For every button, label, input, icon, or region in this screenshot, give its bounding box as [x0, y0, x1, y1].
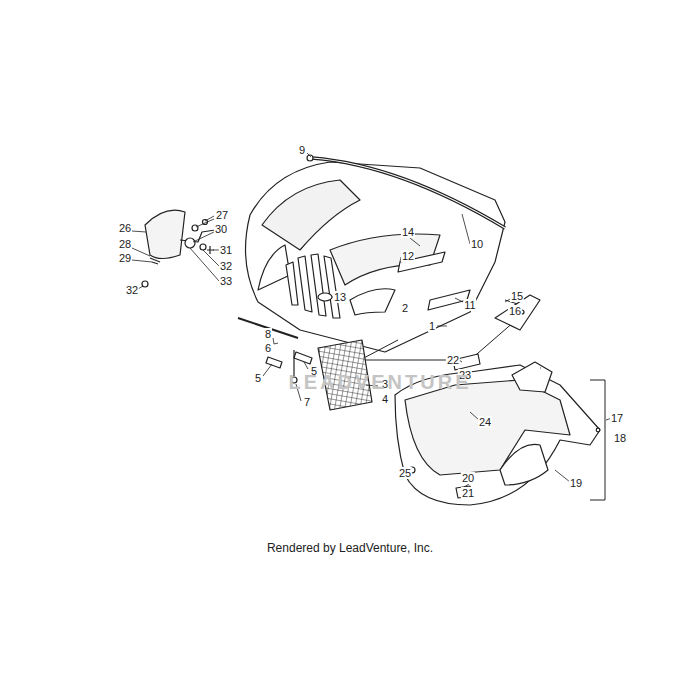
- callout-number: 18: [613, 432, 627, 444]
- callout-number: 33: [219, 275, 233, 287]
- callout-number: 16: [508, 305, 522, 317]
- callout-number: 32: [219, 260, 233, 272]
- storage-lid: [512, 362, 552, 392]
- callout-number: 12: [401, 250, 415, 262]
- callout-number: 15: [510, 290, 524, 302]
- callout-number: 19: [569, 477, 583, 489]
- callout-number: 20: [461, 472, 475, 484]
- callout-number: 21: [461, 487, 475, 499]
- callout-number: 29: [118, 252, 132, 264]
- callout-number: 4: [381, 393, 389, 405]
- callout-number: 1: [428, 320, 436, 332]
- callout-number: 28: [118, 238, 132, 250]
- headlight-pod: [145, 210, 185, 258]
- hood-strip: [312, 158, 505, 228]
- callout-number: 8: [264, 328, 272, 340]
- caption: Rendered by LeadVenture, Inc.: [267, 541, 433, 555]
- callout-number: 24: [478, 416, 492, 428]
- callout-number: 22: [446, 354, 460, 366]
- callout-number: 26: [118, 222, 132, 234]
- watermark: LEADVENTURE: [287, 371, 472, 393]
- callout-number: 14: [401, 226, 415, 238]
- callout-number: 32: [125, 284, 139, 296]
- callout-number: 6: [264, 342, 272, 354]
- callout-number: 2: [401, 302, 409, 314]
- callout-number: 27: [215, 209, 229, 221]
- callout-number: 25: [398, 467, 412, 479]
- callout-number: 9: [298, 144, 306, 156]
- callout-number: 5: [254, 372, 262, 384]
- callout-number: 7: [303, 396, 311, 408]
- hood: [246, 162, 506, 352]
- callout-number: 30: [214, 223, 228, 235]
- callout-number: 31: [219, 244, 233, 256]
- callout-number: 13: [333, 291, 347, 303]
- callout-number: 17: [610, 412, 624, 424]
- callout-number: 10: [470, 238, 484, 250]
- callout-number: 11: [463, 299, 476, 311]
